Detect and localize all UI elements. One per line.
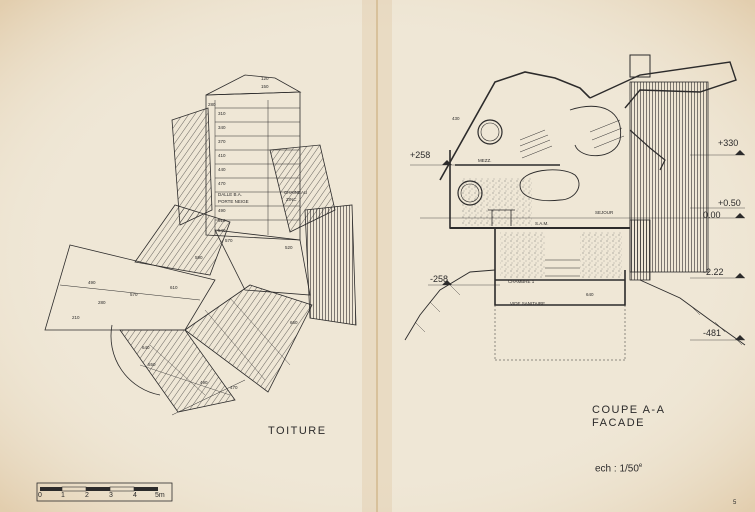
roof-dim: 470 — [230, 385, 238, 390]
roof-dim: 490 — [218, 208, 226, 213]
roof-dim: 370 — [218, 139, 226, 144]
roof-dim: 640 — [142, 345, 150, 350]
roof-panel-center — [134, 204, 231, 276]
roof-panel-left — [171, 107, 213, 226]
roof-panel-bottom-right — [184, 284, 313, 393]
roof-dim: 590 — [195, 255, 203, 260]
scale-tick: 0 — [38, 492, 42, 499]
section-wall-outline — [449, 150, 626, 306]
ground-left — [404, 269, 496, 341]
roof-ridge-top — [205, 74, 302, 96]
room-chambre: CHAMBRE 1 — [508, 279, 535, 284]
dim-640: 640 — [586, 292, 594, 297]
room-vide-sanitaire: VIDE SANITAIRE — [510, 301, 546, 306]
scale-bar — [36, 482, 173, 502]
level-z000: 0.00 — [703, 210, 721, 220]
roof-grid-lines — [139, 297, 291, 396]
ground-right — [639, 279, 746, 346]
roof-dimension-line — [171, 379, 246, 416]
note-chaineau: CHAINEAU — [284, 190, 308, 195]
roof-dim: 440 — [218, 167, 226, 172]
concrete-sam — [462, 178, 532, 226]
roof-dim: 660 — [290, 320, 298, 325]
ground-hatch — [414, 284, 743, 346]
foundation-lines — [494, 305, 626, 361]
scale-tick: 2 — [85, 492, 89, 499]
note-porte-neige: PORTE NEIGE — [218, 199, 249, 204]
chimney — [629, 54, 651, 78]
roof-dim: 610 — [170, 285, 178, 290]
level-markers — [442, 150, 745, 340]
roof-dim: 490 — [88, 280, 96, 285]
roof-dim: 510 — [218, 218, 226, 223]
note-dalle: DALLE B.A. — [218, 192, 243, 197]
scale-tick: 3 — [109, 492, 113, 499]
note-zinc: ZINC — [286, 197, 297, 202]
roof-arc — [110, 324, 161, 396]
level-p330: +330 — [718, 138, 739, 148]
level-p050: +0.50 — [718, 198, 741, 208]
roof-dim: 280 — [98, 300, 106, 305]
concrete-lower — [500, 232, 545, 278]
roof-dim: 120 — [261, 76, 269, 81]
scale-tick: 1 — [61, 492, 65, 499]
roof-panel-bottom-left — [119, 329, 236, 413]
stair-hatching — [519, 119, 625, 159]
roof-dim: 470 — [218, 181, 226, 186]
roof-dim: 150 — [261, 84, 269, 89]
section-title: COUPE A-A — [592, 404, 666, 416]
level-m258: -258 — [430, 274, 449, 284]
roof-plan — [44, 74, 357, 416]
roof-panel-center-right — [214, 229, 311, 296]
roof-dim: 310 — [218, 111, 226, 116]
porthole-upper — [477, 119, 503, 145]
room-mezz: MEZZ. — [478, 158, 492, 163]
scale-tick: 5m — [155, 492, 165, 499]
roof-dim: 490 — [200, 380, 208, 385]
section-roof-left — [439, 71, 591, 181]
roof-dim: 550 — [148, 362, 156, 367]
interior-curve — [519, 169, 580, 202]
basement-stairs — [545, 259, 580, 277]
roof-dim: 410 — [218, 153, 226, 158]
roof-dim: 340 — [218, 125, 226, 130]
fold-stain — [362, 0, 392, 512]
porthole-lower — [457, 180, 483, 206]
scale-note: ech : 1/50e — [595, 463, 643, 475]
facade-balcony — [629, 129, 666, 171]
section-subtitle: FACADE — [592, 417, 646, 429]
dim-430: 430 — [452, 116, 460, 121]
room-sam: S.A.M. — [535, 221, 549, 226]
section-drawing — [404, 54, 746, 361]
scale-tick: 4 — [133, 492, 137, 499]
room-sejour: SEJOUR — [595, 210, 614, 215]
level-m222: -2.22 — [703, 267, 724, 277]
roof-dim: 540 — [218, 228, 226, 233]
facade-stair — [629, 219, 651, 281]
roof-plan-title: TOITURE — [268, 425, 327, 437]
level-m481: -481 — [703, 328, 722, 338]
concrete-right — [580, 232, 622, 278]
sheet-number: 5 — [733, 500, 737, 506]
roof-dim: 520 — [285, 245, 293, 250]
roof-panel-far-right — [304, 204, 357, 326]
interior-curve-upper — [569, 105, 622, 157]
roof-dim: 570 — [225, 238, 233, 243]
roof-dim: 210 — [72, 315, 80, 320]
level-p258: +258 — [410, 150, 431, 160]
roof-dim: 570 — [130, 292, 138, 297]
roof-dim: 280 — [208, 102, 216, 107]
